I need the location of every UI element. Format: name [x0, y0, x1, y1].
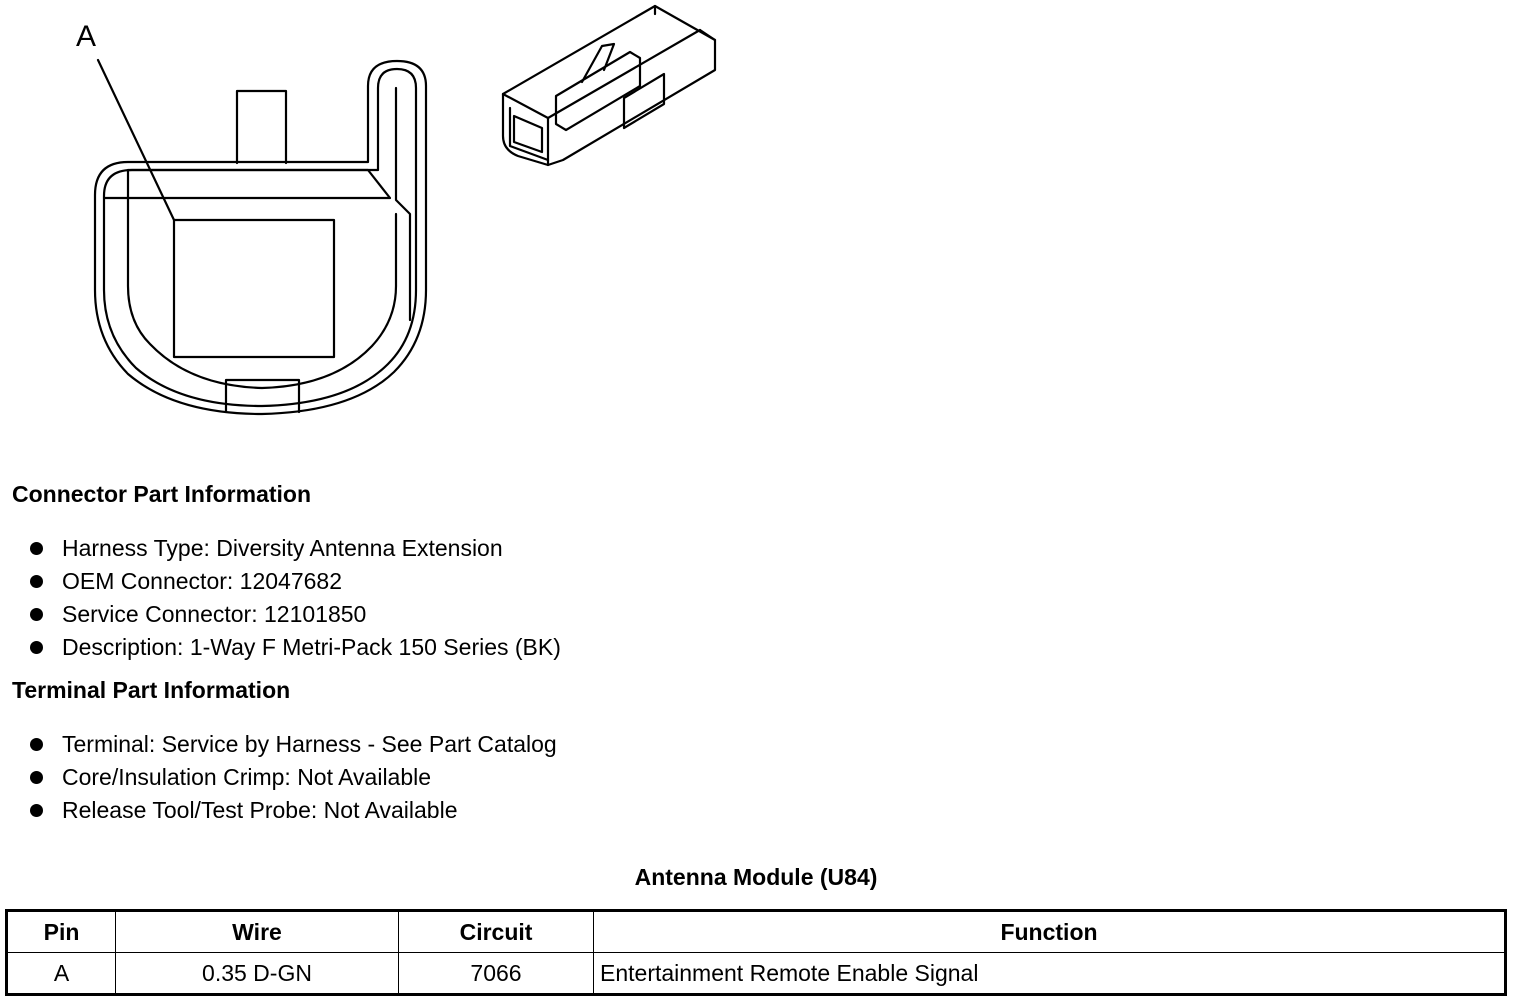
list-item: Service Connector: 12101850 [28, 598, 561, 631]
bullet-icon [30, 738, 43, 751]
connector-outer-body [93, 59, 428, 416]
header-wire: Wire [115, 910, 399, 953]
terminal-cavity-a [172, 218, 336, 359]
list-item-text: Terminal: Service by Harness - See Part … [62, 731, 557, 757]
list-item: Terminal: Service by Harness - See Part … [28, 728, 557, 761]
connector-diagram [93, 4, 717, 416]
connector-part-info-list: Harness Type: Diversity Antenna Extensio… [28, 532, 561, 664]
header-pin: Pin [6, 910, 116, 953]
cell-circuit: 7066 [398, 952, 594, 995]
table-header-row: Pin Wire Circuit Function [6, 910, 1506, 953]
bullet-icon [30, 542, 43, 555]
list-item-text: Service Connector: 12101850 [62, 601, 367, 627]
bullet-icon [30, 771, 43, 784]
terminal-part-info-list: Terminal: Service by Harness - See Part … [28, 728, 557, 827]
cell-pin: A [6, 952, 116, 995]
bullet-icon [30, 608, 43, 621]
connector-isometric-view [501, 4, 717, 167]
cell-function: Entertainment Remote Enable Signal [593, 952, 1506, 995]
header-function: Function [593, 910, 1506, 953]
callout-leader-line [96, 58, 176, 222]
connector-face [126, 168, 398, 390]
table-title: Antenna Module (U84) [634, 864, 878, 890]
connector-bottom-key [224, 378, 301, 414]
connector-part-info-heading: Connector Part Information [12, 481, 312, 507]
list-item-text: Core/Insulation Crimp: Not Available [62, 764, 432, 790]
header-circuit: Circuit [398, 910, 594, 953]
list-item-text: Release Tool/Test Probe: Not Available [62, 797, 458, 823]
bullet-icon [30, 804, 43, 817]
list-item: Release Tool/Test Probe: Not Available [28, 794, 557, 827]
callout-label-a: A [76, 20, 97, 53]
bullet-icon [30, 575, 43, 588]
terminal-part-info-heading: Terminal Part Information [12, 677, 291, 703]
list-item: Description: 1-Way F Metri-Pack 150 Seri… [28, 631, 561, 664]
connector-inner-body [102, 67, 418, 408]
list-item-text: OEM Connector: 12047682 [62, 568, 343, 594]
table-row: A 0.35 D-GN 7066 Entertainment Remote En… [6, 952, 1506, 995]
cell-wire: 0.35 D-GN [115, 952, 399, 995]
list-item-text: Harness Type: Diversity Antenna Extensio… [62, 535, 503, 561]
bullet-icon [30, 641, 43, 654]
list-item: Core/Insulation Crimp: Not Available [28, 761, 557, 794]
list-item-text: Description: 1-Way F Metri-Pack 150 Seri… [62, 634, 561, 660]
connector-top-tab [235, 89, 288, 165]
pin-table: Pin Wire Circuit Function A 0.35 D-GN 70… [5, 909, 1507, 996]
list-item: OEM Connector: 12047682 [28, 565, 561, 598]
list-item: Harness Type: Diversity Antenna Extensio… [28, 532, 561, 565]
latch-arm-line [394, 86, 412, 322]
